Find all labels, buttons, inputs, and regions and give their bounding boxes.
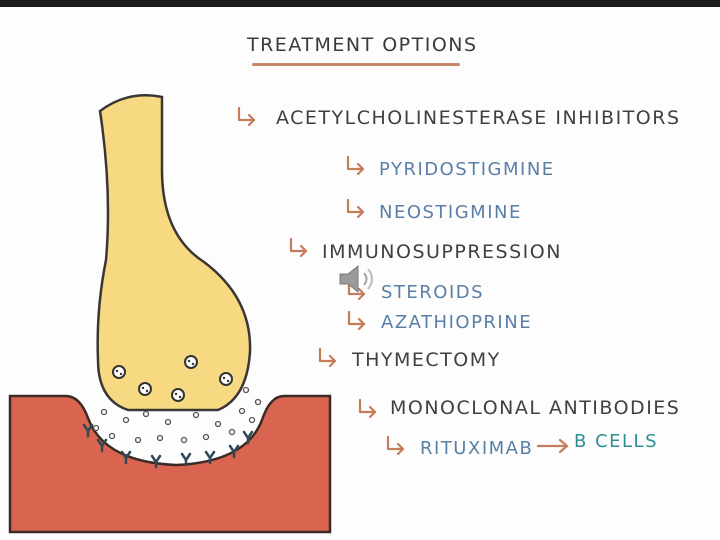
treatment-immunosuppression: IMMUNOSUPPRESSION <box>322 241 562 263</box>
drug-neostigmine: NEOSTIGMINE <box>379 202 522 223</box>
drug-steroids: STEROIDS <box>381 282 484 303</box>
treatment-monoclonal-antibodies: MONOCLONAL ANTIBODIES <box>390 397 680 419</box>
hook-arrow-icon <box>385 435 407 455</box>
hook-arrow-icon <box>345 198 367 218</box>
hook-arrow-icon <box>236 106 258 126</box>
lecture-slide: TREATMENT OPTIONS ACETYLCHOLINESTERASE I… <box>0 7 720 540</box>
drug-azathioprine: AZATHIOPRINE <box>381 312 532 333</box>
arrow-right-icon <box>536 437 570 453</box>
hook-arrow-icon <box>357 398 379 418</box>
hook-arrow-icon <box>317 347 339 367</box>
nerve-terminal <box>98 95 250 410</box>
hook-arrow-icon <box>346 310 368 330</box>
speaker-icon[interactable] <box>336 262 386 296</box>
vesicle <box>220 373 232 385</box>
drug-rituximab: RITUXIMAB <box>420 438 533 459</box>
treatment-thymectomy: THYMECTOMY <box>352 349 501 371</box>
vesicle <box>185 356 197 368</box>
muscle-fiber <box>10 396 330 532</box>
hook-arrow-icon <box>288 237 310 257</box>
vesicle <box>172 389 184 401</box>
vesicle <box>139 383 151 395</box>
title-underline <box>252 63 460 66</box>
treatment-acetylcholinesterase-inhibitors: ACETYLCHOLINESTERASE INHIBITORS <box>276 107 681 129</box>
target-b-cells: B CELLS <box>574 431 658 452</box>
hook-arrow-icon <box>345 155 367 175</box>
video-top-bar <box>0 0 720 7</box>
drug-pyridostigmine: PYRIDOSTIGMINE <box>379 159 555 180</box>
slide-title: TREATMENT OPTIONS <box>247 34 478 56</box>
vesicle <box>113 366 125 378</box>
